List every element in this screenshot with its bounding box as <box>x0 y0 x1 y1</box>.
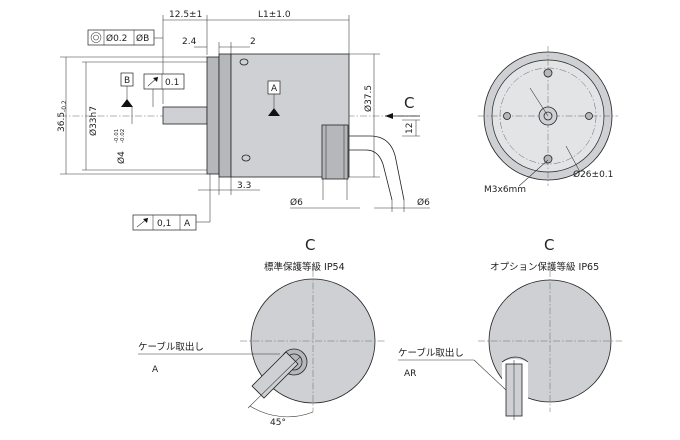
gtol-concentric-value: Ø0.2 <box>106 33 127 44</box>
cable <box>349 135 405 201</box>
datum-b: B <box>124 76 130 86</box>
gtol-concentric-datum: ØB <box>136 33 149 44</box>
mount-screw-label: M3x6mm <box>484 185 526 195</box>
gtol-runout-bottom-datum: A <box>184 219 191 229</box>
cable-code-right: AR <box>404 369 416 379</box>
cable-label-left: ケーブル取出し <box>138 341 204 353</box>
mount-hole <box>543 154 553 164</box>
dim-shaft-tol-lower: -0.02 <box>120 129 126 143</box>
dim-shaft-len: 3.3 <box>237 181 251 191</box>
dim-pilot-dia: Ø33h7 <box>88 106 99 136</box>
variant-right-title: オプション保護等級 IP65 <box>490 261 599 273</box>
mount-hole <box>543 68 553 78</box>
gtol-runout-bottom-value: 0,1 <box>157 219 171 229</box>
cable-gland <box>321 124 349 180</box>
encoder-shaft <box>162 106 208 125</box>
gtol-runout-top-frame: 0.1 <box>143 73 185 90</box>
dim-shaft-tol-upper: -0.01 <box>114 129 120 143</box>
gtol-runout-bottom-frame: 0,1 A <box>132 214 197 231</box>
dim-flange-offset: 12.5±1 <box>169 10 202 20</box>
variant-ip54: C 標準保護等級 IP54 45° ケーブル取出し A <box>138 236 386 428</box>
dim-body-dia: Ø37.5 <box>363 85 374 112</box>
encoder-flange <box>206 56 220 175</box>
cable-code-left: A <box>152 365 159 375</box>
side-view: 12.5±1 L1±1.0 2.4 2 Ø0.2 ØB 36.5-0.2 <box>57 10 430 231</box>
gtol-concentricity-frame: Ø0.2 ØB <box>87 29 155 46</box>
dim-shaft-dia: Ø4 <box>116 151 127 164</box>
gtol-runout-top-value: 0.1 <box>165 78 179 88</box>
dim-shaft-face: 2.4 <box>182 37 197 47</box>
datum-a: A <box>271 84 278 94</box>
angle-label: 45° <box>270 418 286 428</box>
variant-left-letter: C <box>305 236 315 254</box>
mount-hole <box>585 112 593 120</box>
dim-cable-right: Ø6 <box>417 197 430 208</box>
variant-right-letter: C <box>544 236 554 254</box>
cable-45 <box>251 351 299 399</box>
dim-cable-height: 12 <box>405 123 415 134</box>
circular-runout-icon <box>136 217 149 228</box>
dim-flange-dia: 36.5-0.2 <box>57 100 68 132</box>
circular-runout-icon <box>147 76 159 87</box>
dim-body-length: L1±1.0 <box>258 10 291 20</box>
concentricity-icon <box>90 32 102 43</box>
dim-cable-left: Ø6 <box>290 197 303 208</box>
front-view: M3x6mm Ø26±0.1 <box>478 46 618 195</box>
view-c-label: C <box>404 94 414 112</box>
cable-label-right: ケーブル取出し <box>398 347 464 359</box>
bolt-circle-label: Ø26±0.1 <box>573 169 613 180</box>
variant-left-title: 標準保護等級 IP54 <box>264 261 345 273</box>
variant-ip65: C オプション保護等級 IP65 ケーブル取出し AR <box>398 236 622 420</box>
mount-hole <box>503 112 511 120</box>
dim-flange-thick: 2 <box>250 37 256 47</box>
